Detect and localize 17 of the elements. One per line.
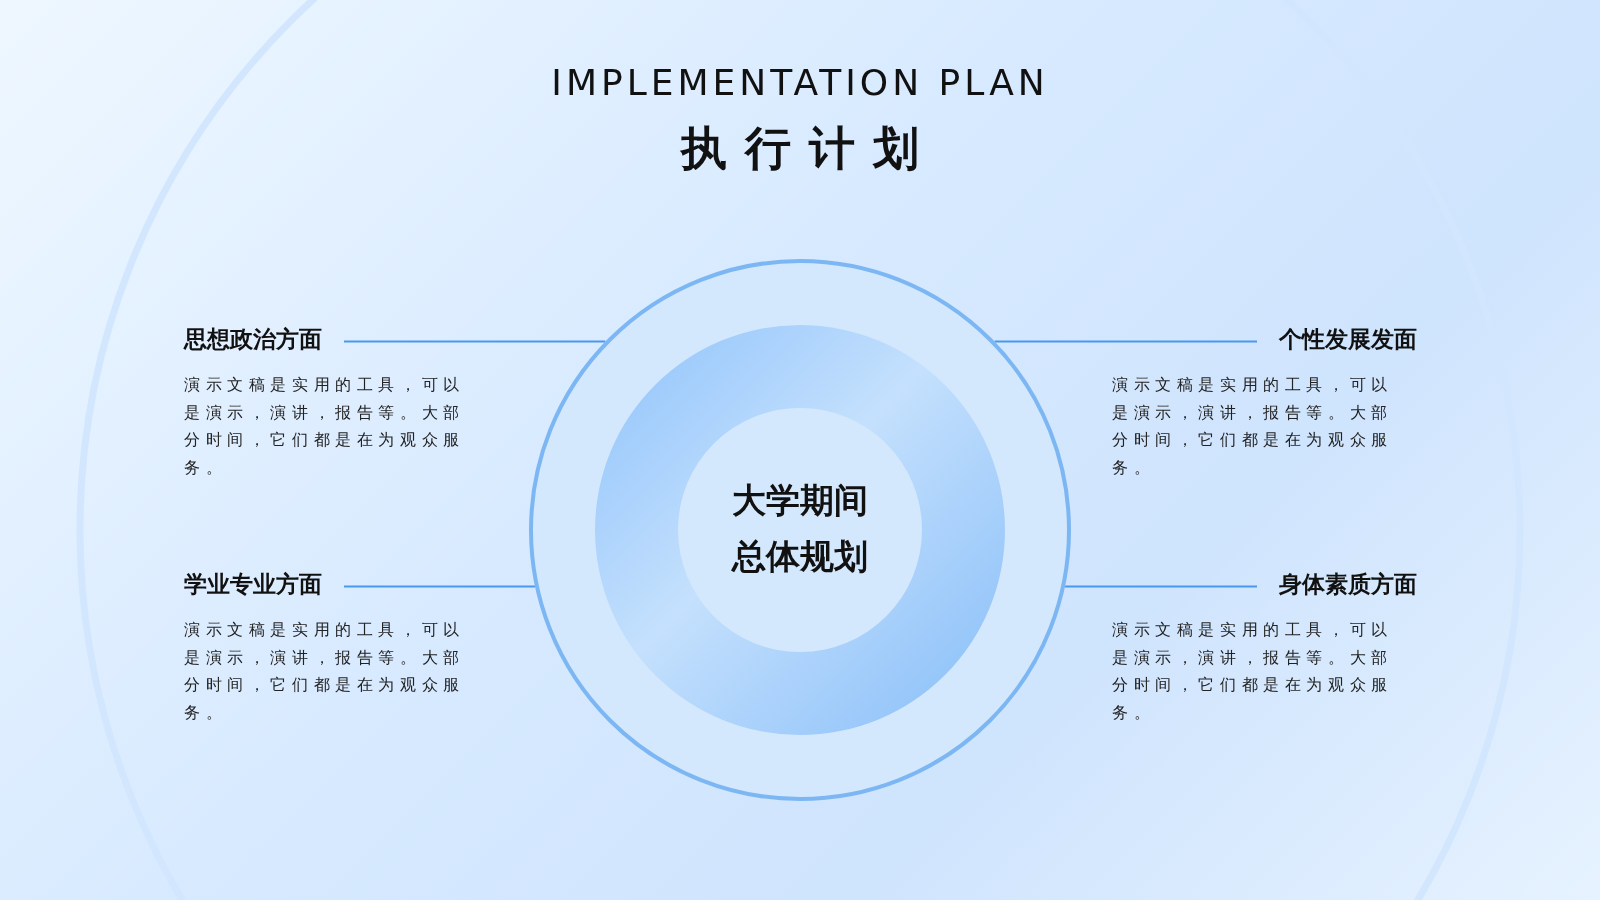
section-heading: 身体素质方面 <box>1279 570 1417 599</box>
connector-line <box>343 340 607 343</box>
section-description: 演示文稿是实用的工具，可以是演示，演讲，报告等。大部分时间，它们都是在为观众服务。 <box>184 374 466 479</box>
ring-circle <box>528 258 1072 802</box>
section-description: 演示文稿是实用的工具，可以是演示，演讲，报告等。大部分时间，它们都是在为观众服务。 <box>184 619 466 724</box>
section-heading: 个性发展发面 <box>1279 325 1417 354</box>
title: 执行计划 <box>679 120 937 177</box>
section-heading: 学业专业方面 <box>184 570 322 599</box>
connector-line <box>993 340 1258 343</box>
center-text: 大学期间总体规划 <box>730 479 869 578</box>
connector-line <box>1064 585 1258 588</box>
section-heading: 思想政治方面 <box>184 325 322 354</box>
section-description: 演示文稿是实用的工具，可以是演示，演讲，报告等。大部分时间，它们都是在为观众服务。 <box>1112 374 1394 479</box>
subtitle: IMPLEMENTATION PLAN <box>551 62 1049 103</box>
connector-line <box>343 585 536 588</box>
section-description: 演示文稿是实用的工具，可以是演示，演讲，报告等。大部分时间，它们都是在为观众服务。 <box>1112 619 1394 724</box>
center-circle <box>595 325 1005 735</box>
